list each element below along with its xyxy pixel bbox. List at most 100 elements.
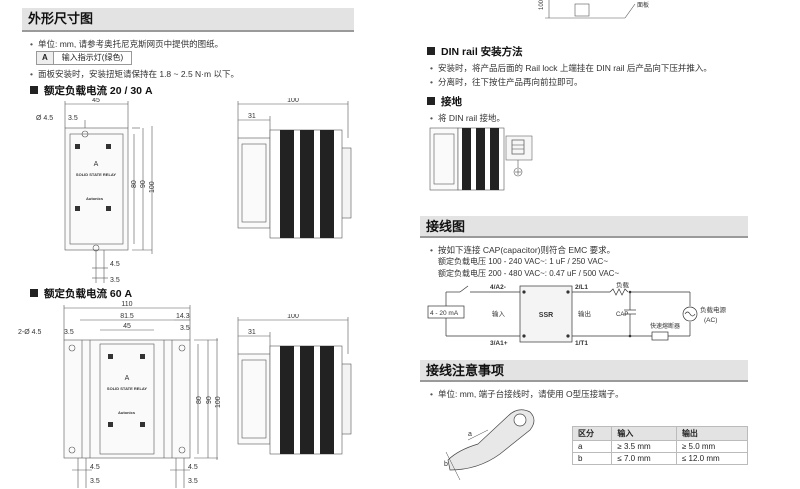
table-cell: b xyxy=(571,452,613,465)
ssr-label: SOLID STATE RELAY xyxy=(76,172,116,177)
note-wiring: 按如下连接 CAP(capacitor)则符合 EMC 要求。 xyxy=(430,244,615,256)
lug-label-b: b xyxy=(444,461,448,468)
terminal-4-a2: 4/A2- xyxy=(490,284,506,291)
terminal-1-t1: 1/T1 xyxy=(575,340,588,347)
dim-45: 45 xyxy=(92,98,100,104)
dim-100: 100 xyxy=(149,181,156,193)
subheading-din-rail: DIN rail 安装方法 xyxy=(427,44,523,59)
table-cell: a xyxy=(571,440,613,453)
table-cell: ≥ 3.5 mm xyxy=(611,440,677,453)
legend-key: A xyxy=(36,51,54,65)
terminal-mark-7 xyxy=(108,422,113,427)
note-caution: 单位: mm, 端子台接线时，请使用 O型压接端子。 xyxy=(430,388,624,400)
wiring-diagram: 4 - 20 mA 4/A2- 2/L1 3/A1+ 1/T1 SSR 输入 输… xyxy=(427,282,727,347)
subheading-20-30a: 额定负载电流 20 / 30 A xyxy=(30,83,153,98)
table-row: b ≤ 7.0 mm ≤ 12.0 mm xyxy=(571,452,749,465)
terminal-mark-4 xyxy=(106,206,111,211)
note-din-2: 分离时，往下按住产品再向前拉即可。 xyxy=(430,76,583,88)
dim-3-5: 3.5 xyxy=(68,115,78,122)
table-header: 区分 xyxy=(571,426,613,441)
drawing-60a-front: 110 81.5 45 14.3 2-Ø 4.5 3.5 3.5 A SOLID… xyxy=(18,301,222,488)
terminal-mark-1 xyxy=(75,144,80,149)
load-resistor xyxy=(609,288,629,296)
terminal-mark-2 xyxy=(106,144,111,149)
note-torque: 面板安装时，安装扭矩请保持在 1.8 ~ 2.5 N·m 以下。 xyxy=(30,68,239,80)
square-bullet-icon xyxy=(427,47,435,55)
brand: Autonics xyxy=(86,196,104,201)
square-bullet-icon xyxy=(30,86,38,94)
dim-bottom-3-5: 3.5 xyxy=(110,277,120,284)
dim-60a-80: 80 xyxy=(196,396,203,404)
section-title-caution: 接线注意事项 xyxy=(420,360,748,382)
heatsink-fin-60a-1 xyxy=(280,346,294,454)
ssr-letter: A xyxy=(94,161,99,168)
cap-label: CAP xyxy=(616,312,628,318)
table-header: 输出 xyxy=(675,426,749,441)
dim-80: 80 xyxy=(131,180,138,188)
dim-60a-45: 45 xyxy=(123,323,131,330)
ground-fin-2 xyxy=(476,128,485,190)
dim-60a-100: 100 xyxy=(215,396,222,408)
ssr-text: SSR xyxy=(539,312,553,319)
dim-60a-side-100: 100 xyxy=(287,314,299,320)
subheading-20-30a-text: 额定负载电流 20 / 30 A xyxy=(44,85,153,97)
label-panel: 面板 xyxy=(637,1,649,9)
ground-illustration xyxy=(429,127,533,191)
ground-icon xyxy=(513,167,523,177)
dim-right-3-5: 3.5 xyxy=(180,325,190,332)
subheading-din-rail-text: DIN rail 安装方法 xyxy=(441,46,523,58)
dim-hole: Ø 4.5 xyxy=(36,115,53,122)
terminal-size-table: 区分 输入 输出 a ≥ 3.5 mm ≥ 5.0 mm b ≤ 7.0 mm … xyxy=(571,426,749,465)
drawing-20-30a-front: 45 Ø 4.5 3.5 A SOLID STATE RELAY Autonic… xyxy=(36,98,156,284)
panel-partial-drawing: 100 面板 xyxy=(539,0,649,19)
legend-value: 输入指示灯(绿色) xyxy=(53,51,133,65)
square-bullet-icon xyxy=(427,97,435,105)
wiring-line-2: 额定负载电压 200 - 480 VAC~: 0.47 uF / 500 VAC… xyxy=(438,269,620,278)
wiring-line-1: 额定负载电压 100 - 240 VAC~: 1 uF / 250 VAC~ xyxy=(438,257,608,266)
table-cell: ≤ 7.0 mm xyxy=(611,452,677,465)
dim-side-31: 31 xyxy=(248,113,256,120)
subheading-60a: 额定负载电流 60 A xyxy=(30,286,132,301)
dim-60a-b35a: 3.5 xyxy=(90,478,100,485)
square-bullet-icon xyxy=(30,289,38,297)
ac-source-icon xyxy=(682,306,698,322)
power-label: 负载电源 xyxy=(700,305,727,314)
terminal-mark-3 xyxy=(75,206,80,211)
dim-side-100: 100 xyxy=(287,98,299,104)
heatsink-fin-3 xyxy=(320,130,334,238)
ssr-letter-60a: A xyxy=(125,375,130,382)
fuse-label: 快速熔断器 xyxy=(650,322,680,330)
dim-60a-b35b: 3.5 xyxy=(188,478,198,485)
dim-110: 110 xyxy=(121,301,132,308)
ssr-box xyxy=(519,285,573,343)
input-label: 输入 xyxy=(492,309,506,318)
ground-fin-3 xyxy=(490,128,499,190)
ssr-label-60a: SOLID STATE RELAY xyxy=(107,386,147,391)
load-label: 负载 xyxy=(616,282,630,289)
heatsink-fin-1 xyxy=(280,130,294,238)
ground-fin-1 xyxy=(462,128,471,190)
dim-60a-b45b: 4.5 xyxy=(188,464,198,471)
output-label: 输出 xyxy=(578,309,591,318)
note-ground: 将 DIN rail 接地。 xyxy=(430,112,505,124)
lug-body xyxy=(447,409,535,471)
terminal-3-a1: 3/A1+ xyxy=(490,340,508,347)
table-header-row: 区分 输入 输出 xyxy=(571,426,749,441)
dim-left-3-5: 3.5 xyxy=(64,329,74,336)
dim-60a-side-31: 31 xyxy=(248,329,256,336)
dim-60a-b45a: 4.5 xyxy=(90,464,100,471)
power-label-ac: (AC) xyxy=(704,317,717,324)
lug-hole xyxy=(513,413,527,427)
dim-bottom-4-5: 4.5 xyxy=(110,261,120,268)
heatsink-fin-60a-2 xyxy=(300,346,314,454)
dim-60a-90: 90 xyxy=(206,396,213,404)
lug-label-a: a xyxy=(468,431,472,438)
section-title-wiring: 接线图 xyxy=(420,216,748,238)
dim-81-5: 81.5 xyxy=(120,313,134,320)
subheading-60a-text: 额定负载电流 60 A xyxy=(44,288,133,300)
terminal-mark-5 xyxy=(108,354,113,359)
section-title-dimensions: 外形尺寸图 xyxy=(22,8,354,32)
subheading-ground: 接地 xyxy=(427,94,462,109)
brand-60a: Autonics xyxy=(118,410,136,415)
heatsink-fin-60a-3 xyxy=(320,346,334,454)
